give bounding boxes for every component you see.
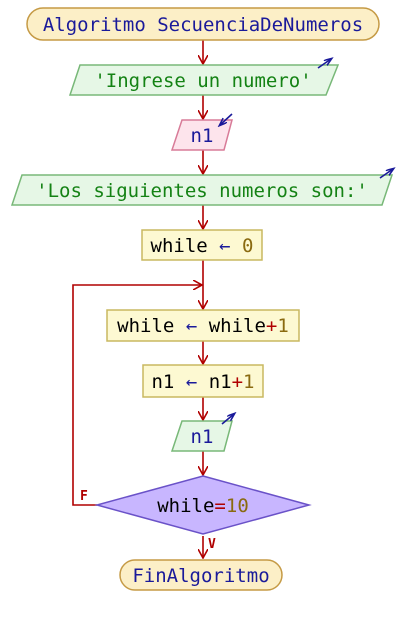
condition-num: 10 [226, 495, 249, 517]
end-label: FinAlgoritmo [132, 565, 269, 587]
decision-text: while=10 [157, 495, 249, 517]
start-terminal[interactable]: Algoritmo SecuenciaDeNumeros [26, 7, 380, 41]
output-var-node[interactable]: n1 [170, 414, 234, 452]
assign2-rhs-var: n1 [209, 371, 232, 393]
input-arrow-icon [220, 113, 233, 125]
init-rhs: 0 [242, 235, 253, 257]
assign1-rhs-num: 1 [277, 315, 288, 337]
connectors [72, 40, 203, 557]
input-node[interactable]: n1 [170, 113, 233, 151]
end-terminal[interactable]: FinAlgoritmo [119, 559, 283, 591]
output-var-text: n1 [191, 426, 214, 448]
assign2-lhs: n1 [151, 371, 174, 393]
condition-var: while [157, 495, 214, 517]
arrow-false-loop-back [72, 285, 201, 506]
output-var-arrow-icon [221, 414, 234, 425]
assign2-rhs-op: + [232, 371, 243, 393]
assign1-lhs: while [117, 315, 174, 337]
assign2-rhs-num: 1 [243, 371, 254, 393]
output-prompt-text: 'Ingrese un numero' [94, 70, 311, 92]
loop-assignment-2-text: n1 ← n1+1 [151, 371, 254, 393]
condition-op: = [214, 495, 225, 517]
output-arrow-icon [317, 59, 331, 69]
output-message-text: 'Los siguientes numeros son:' [36, 180, 368, 202]
output-msg-arrow-icon [379, 169, 393, 179]
assign1-rhs-var: while [209, 315, 266, 337]
output-prompt-node[interactable]: 'Ingrese un numero' [68, 59, 340, 96]
false-label: F [80, 489, 88, 504]
output-message-node[interactable]: 'Los siguientes numeros son:' [10, 169, 393, 206]
true-label: V [208, 537, 216, 552]
loop-assignment-2-node[interactable]: n1 ← n1+1 [142, 364, 264, 398]
loop-assignment-1-node[interactable]: while ← while+1 [106, 309, 300, 342]
init-assignment-text: while ← 0 [151, 235, 254, 257]
init-assignment-node[interactable]: while ← 0 [141, 229, 263, 261]
assign1-rhs-op: + [266, 315, 277, 337]
decision-node[interactable]: while=10 [94, 475, 312, 535]
loop-assignment-1-text: while ← while+1 [117, 315, 289, 337]
input-var-text: n1 [191, 125, 214, 147]
start-label: Algoritmo SecuenciaDeNumeros [43, 14, 363, 36]
init-lhs: while [151, 235, 208, 257]
